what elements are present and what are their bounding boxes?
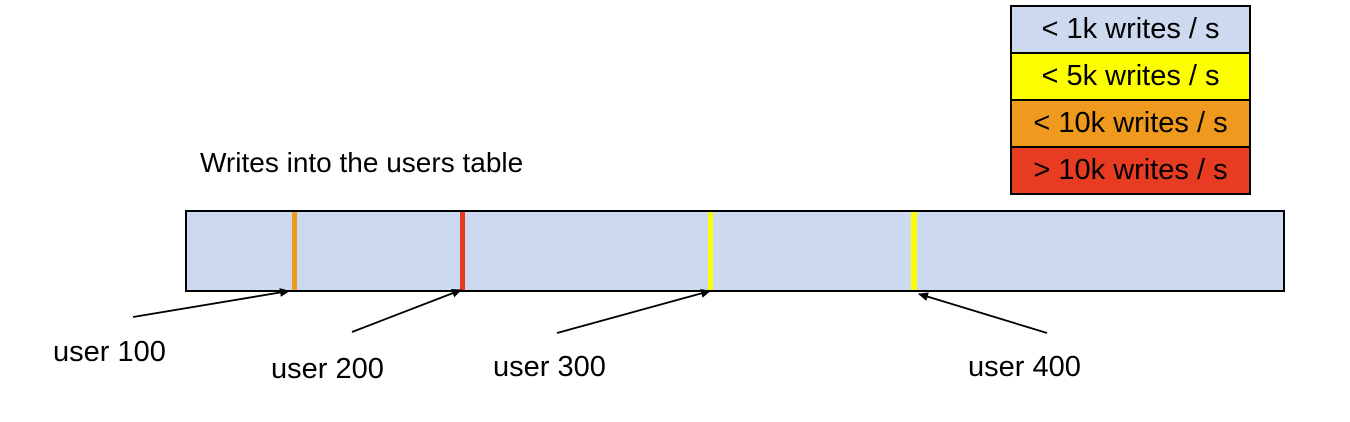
user-100-stripe bbox=[292, 212, 297, 290]
diagram-title: Writes into the users table bbox=[200, 147, 524, 178]
user-200-arrow bbox=[351, 289, 462, 333]
user-400-label: user 400 bbox=[968, 351, 1081, 383]
user-100-arrow bbox=[132, 288, 290, 318]
user-300-label: user 300 bbox=[493, 351, 606, 383]
user-300-arrow bbox=[556, 289, 711, 334]
legend-item-1: < 1k writes / s bbox=[1012, 7, 1249, 54]
legend-item-label: > 10k writes / s bbox=[1033, 154, 1228, 186]
user-300-stripe bbox=[708, 212, 713, 290]
legend-item-label: < 1k writes / s bbox=[1041, 13, 1220, 45]
user-100-label: user 100 bbox=[53, 336, 166, 368]
user-200-stripe bbox=[460, 212, 465, 290]
legend: < 1k writes / s < 5k writes / s < 10k writ… bbox=[1010, 5, 1251, 195]
users-table-bar bbox=[185, 210, 1285, 292]
user-400-stripe bbox=[911, 212, 917, 290]
legend-item-4: > 10k writes / s bbox=[1012, 148, 1249, 193]
legend-item-label: < 5k writes / s bbox=[1041, 60, 1220, 92]
legend-item-label: < 10k writes / s bbox=[1033, 107, 1228, 139]
legend-item-3: < 10k writes / s bbox=[1012, 101, 1249, 148]
user-200-label: user 200 bbox=[271, 353, 384, 385]
user-400-arrow bbox=[918, 292, 1048, 334]
legend-item-2: < 5k writes / s bbox=[1012, 54, 1249, 101]
